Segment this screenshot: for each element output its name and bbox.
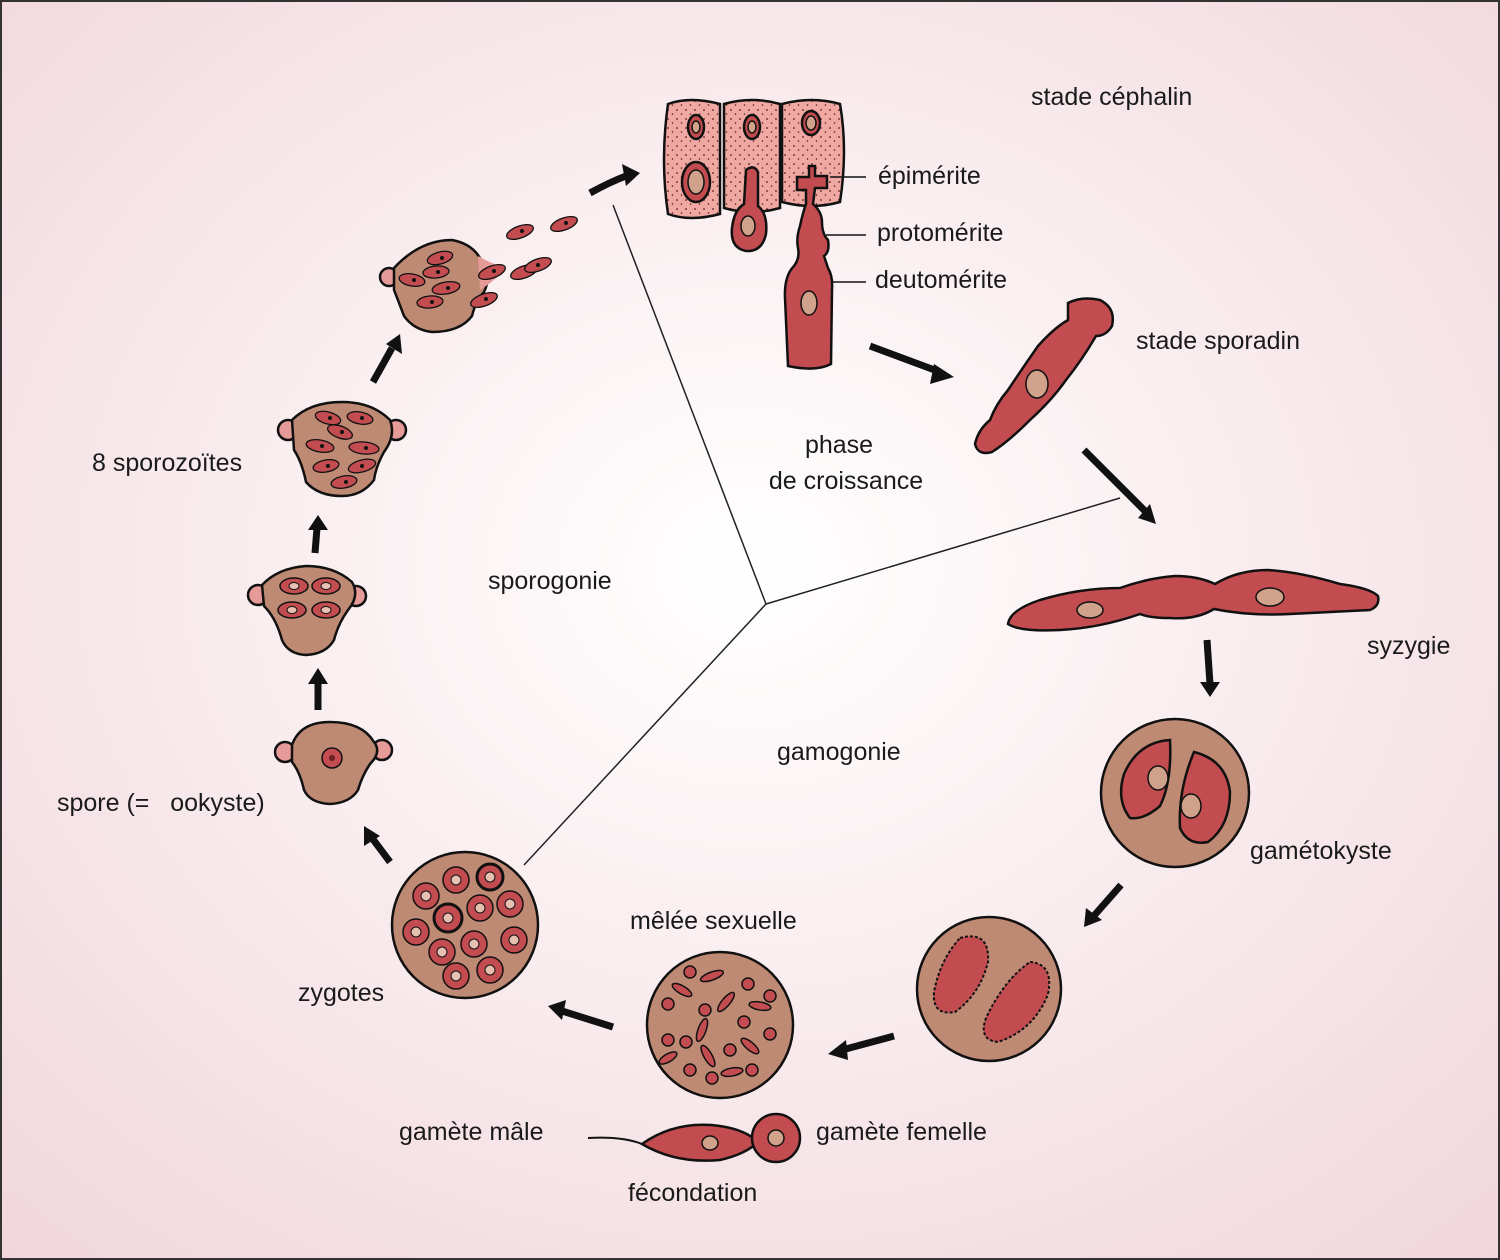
syzygy — [1006, 568, 1380, 632]
arrow-to-gametogenesis — [1084, 882, 1124, 927]
arrow-to-melee — [828, 1032, 895, 1060]
label-syzygie: syzygie — [1367, 632, 1450, 660]
label-sporogonie: sporogonie — [488, 567, 612, 595]
label-epimerite: épimérite — [878, 162, 981, 190]
arrow-to-spore — [364, 826, 393, 865]
spore-releasing-sporozoites — [378, 238, 506, 334]
label-stade-sporadin: stade sporadin — [1136, 327, 1300, 355]
labels: stade céphalin épimérite protomérite deu… — [57, 83, 1450, 1207]
mature-cephalin — [783, 164, 834, 370]
spore-oocyst — [273, 720, 394, 806]
arrow-to-eight-sporozoites — [308, 515, 328, 554]
young-cephalin — [730, 166, 768, 253]
free-sporozoites — [506, 215, 578, 281]
label-melee-sexuelle: mêlée sexuelle — [630, 907, 797, 935]
label-8-sporozoites: 8 sporozoïtes — [92, 449, 242, 477]
label-de-croissance: de croissance — [769, 467, 923, 495]
label-gamete-femelle: gamète femelle — [816, 1118, 987, 1146]
label-gametokyste: gamétokyste — [1250, 837, 1392, 865]
part-pointer-lines — [826, 176, 866, 283]
fertilization-gametes — [587, 1112, 802, 1164]
label-phase: phase — [805, 431, 873, 459]
sexual-melee-cyst — [645, 950, 795, 1100]
zygotes-cyst — [390, 850, 540, 1000]
arrow-to-gametocyst — [1200, 639, 1220, 697]
label-protomerite: protomérite — [877, 219, 1003, 247]
label-zygotes: zygotes — [298, 979, 384, 1007]
label-stade-cephalin: stade céphalin — [1031, 83, 1192, 111]
label-gamogonie: gamogonie — [777, 738, 901, 766]
spore-eight-sporozoites — [276, 400, 408, 498]
gametocyst — [1099, 717, 1251, 869]
label-gamete-male: gamète mâle — [399, 1118, 544, 1146]
label-spore: spore (= ookyste) — [57, 789, 265, 817]
phase-divider-lines — [523, 204, 1121, 866]
arrow-to-syzygy — [1081, 447, 1156, 524]
label-fecondation: fécondation — [628, 1179, 757, 1207]
gametogenesis-cyst — [915, 915, 1063, 1063]
arrow-to-cephalin — [588, 164, 640, 197]
arrow-to-release — [369, 334, 402, 384]
cycle-arrows — [308, 164, 1220, 1060]
label-deutomerite: deutomérite — [875, 266, 1007, 294]
arrow-to-sporadin — [868, 342, 954, 384]
arrow-to-two-nuclei — [308, 668, 328, 710]
sporadin — [973, 297, 1114, 455]
arrow-to-zygotes — [548, 1000, 615, 1031]
spore-two-nuclei — [246, 564, 368, 657]
